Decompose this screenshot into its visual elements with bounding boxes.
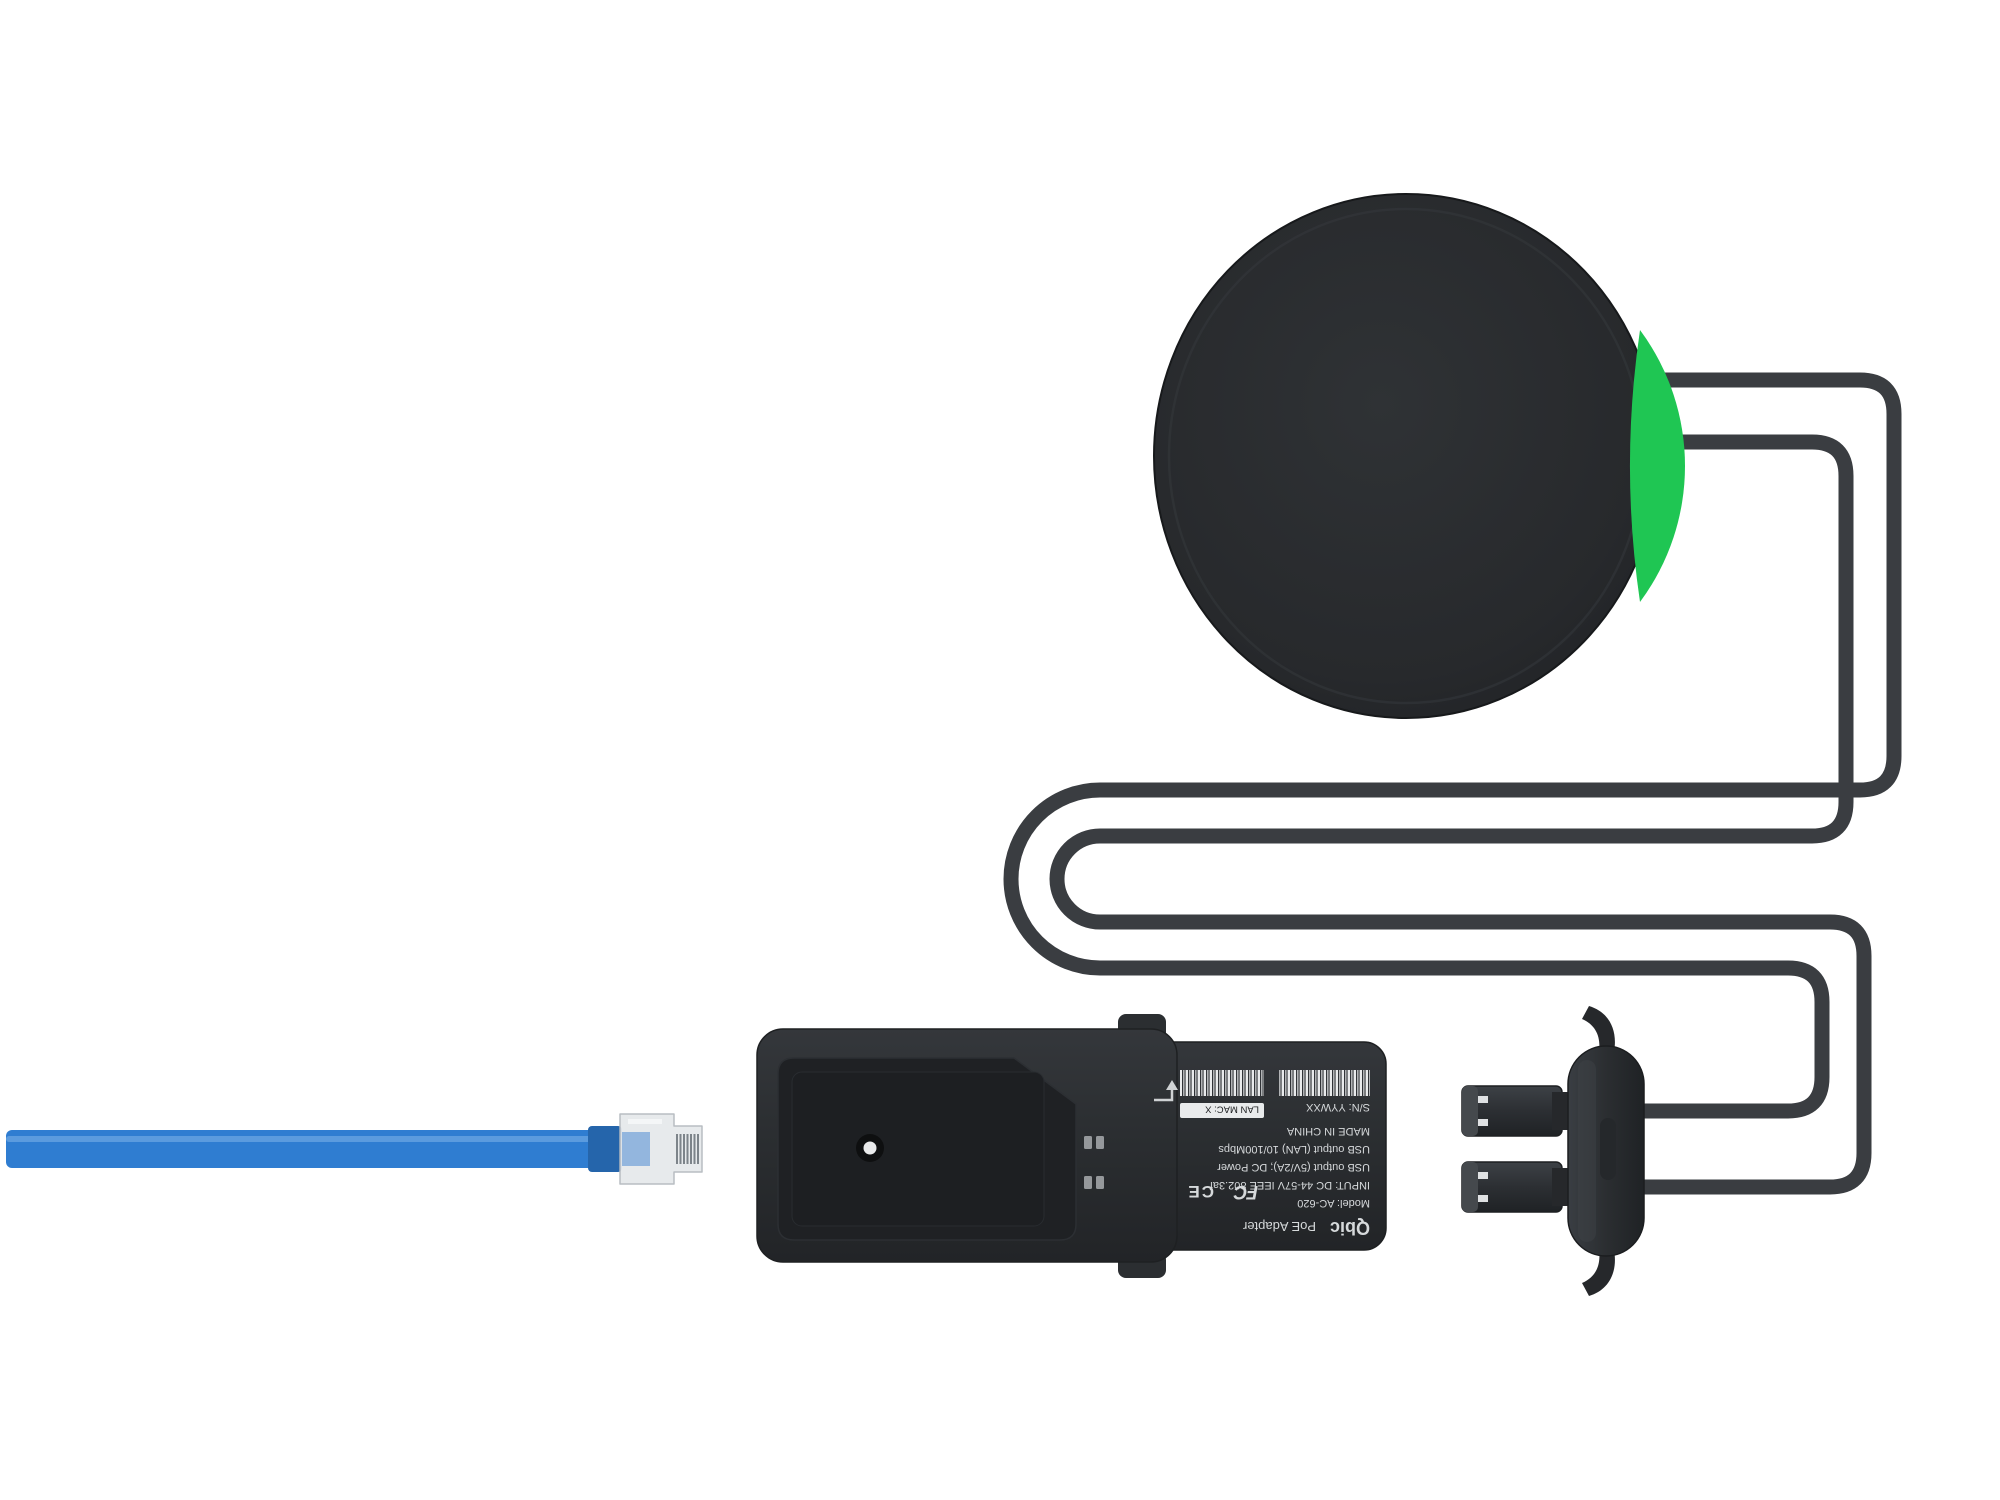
rj45-boot <box>588 1126 622 1172</box>
rj45-pins <box>676 1134 699 1164</box>
device-label: Qbic PoE Adapter Model: AC-620 INPUT: DC… <box>1180 1070 1370 1238</box>
fcc-mark: FC <box>1233 1181 1258 1202</box>
grommet-emboss <box>1600 1118 1616 1180</box>
grommet-clip-top <box>1582 1006 1615 1052</box>
ethernet-cable-assembly <box>6 1113 703 1185</box>
mac-text: LAN MAC: X <box>1204 1104 1259 1115</box>
mounting-hole <box>863 1141 877 1155</box>
power-cable-inner <box>1049 434 1872 1195</box>
mac-label-box <box>1180 1103 1264 1118</box>
usb-lan-spec-text: USB output (LAN) 10/100Mbps <box>1218 1143 1370 1155</box>
model-text: Model: AC-620 <box>1297 1197 1370 1209</box>
usb-plug-bottom-slot-1 <box>1478 1172 1488 1179</box>
usb-plug-top <box>1461 1085 1576 1137</box>
usb-plug-bottom <box>1461 1161 1576 1213</box>
usb-plug-top-slot-2 <box>1478 1119 1488 1126</box>
mac-barcode <box>1180 1070 1264 1096</box>
round-device <box>1153 193 1686 719</box>
grommet-clip-bottom <box>1582 1250 1615 1296</box>
ethernet-cable-shine <box>6 1136 602 1142</box>
product-text: PoE Adapter <box>1242 1219 1316 1234</box>
usb-connector-assembly <box>1461 1006 1645 1296</box>
usb-plug-top-face <box>1462 1086 1478 1136</box>
device-disc <box>1153 193 1659 719</box>
power-cable <box>1003 372 1902 1195</box>
usb-plug-top-slot-1 <box>1478 1096 1488 1103</box>
grommet-sheen <box>1578 1060 1596 1242</box>
rj45-cable-window <box>622 1132 650 1166</box>
cable-grommet <box>1567 1006 1645 1296</box>
contact-dashes <box>1084 1136 1104 1189</box>
usb-plug-bottom-face <box>1462 1162 1478 1212</box>
rj45-latch <box>628 1119 662 1124</box>
adapter-recess-inner <box>791 1071 1045 1227</box>
origin-text: MADE IN CHINA <box>1286 1125 1370 1137</box>
rj45-connector <box>619 1113 703 1185</box>
usb-power-spec-text: USB output (5V/2A); DC Power <box>1217 1161 1370 1173</box>
ce-mark: CE <box>1186 1182 1214 1201</box>
poe-adapter: Qbic PoE Adapter Model: AC-620 INPUT: DC… <box>756 1014 1387 1278</box>
ethernet-cable <box>6 1130 602 1168</box>
serial-barcode <box>1278 1070 1370 1096</box>
usb-plug-bottom-slot-2 <box>1478 1195 1488 1202</box>
input-spec-text: INPUT: DC 44-57V IEEE 802.3af <box>1209 1179 1370 1191</box>
slide-direction-arrow-icon <box>1154 1080 1178 1102</box>
serial-text: S/N: YYWXX <box>1305 1101 1370 1113</box>
status-accent-green <box>1630 330 1686 602</box>
brand-text: Qbic <box>1330 1218 1370 1238</box>
rj45-body <box>619 1113 703 1185</box>
power-cable-outer <box>1003 372 1902 1119</box>
